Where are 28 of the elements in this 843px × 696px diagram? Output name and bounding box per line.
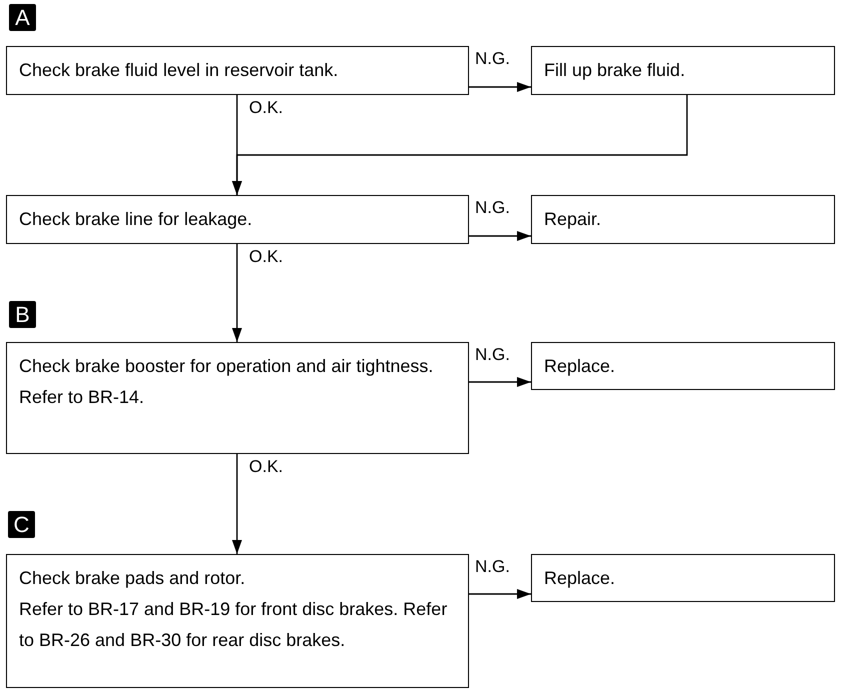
box-text: Replace. bbox=[544, 567, 616, 590]
section-marker: A bbox=[9, 4, 36, 31]
box-text: Check brake booster for operation and air tightness. bbox=[19, 355, 434, 378]
box-text: Repair. bbox=[544, 208, 602, 231]
arrow bbox=[232, 95, 688, 195]
box-text: Check brake pads and rotor. bbox=[19, 567, 246, 590]
process-box bbox=[6, 554, 469, 688]
process-box bbox=[6, 46, 469, 95]
arrow bbox=[232, 454, 242, 554]
box-text: Check brake fluid level in reservoir tank. bbox=[19, 59, 340, 82]
arrow bbox=[469, 231, 531, 241]
process-box bbox=[531, 554, 835, 602]
process-box bbox=[531, 46, 835, 95]
box-text: Replace. bbox=[544, 355, 616, 378]
box-text: Refer to BR-14. bbox=[19, 386, 146, 409]
section-marker: C bbox=[8, 511, 35, 538]
section-marker: B bbox=[9, 301, 36, 328]
box-text: Refer to BR-17 and BR-19 for front disc brakes. Refer to BR-26 and BR-30 for rear disc brakes. bbox=[19, 598, 448, 652]
box-text: Check brake line for leakage. bbox=[19, 208, 254, 231]
arrow bbox=[469, 589, 531, 599]
arrow bbox=[469, 377, 531, 387]
process-box bbox=[531, 342, 835, 390]
arrow bbox=[232, 244, 242, 342]
process-box bbox=[6, 342, 469, 454]
process-box bbox=[6, 195, 469, 244]
arrow bbox=[469, 82, 531, 92]
process-box bbox=[531, 195, 835, 244]
box-text: Fill up brake fluid. bbox=[544, 59, 686, 82]
